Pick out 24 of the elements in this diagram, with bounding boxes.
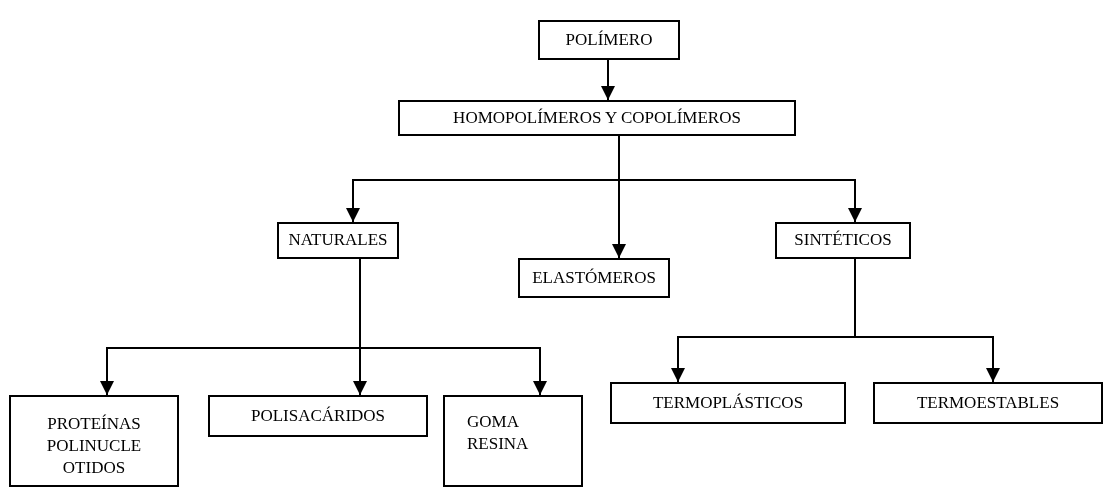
arrow — [618, 135, 862, 223]
node-label: HOMOPOLÍMEROS Y COPOLÍMEROS — [453, 106, 741, 129]
arrow — [359, 258, 547, 396]
arrow — [854, 258, 1000, 383]
category-box — [277, 222, 399, 259]
category-box — [518, 258, 670, 298]
category-box — [208, 395, 428, 437]
node-label: TERMOPLÁSTICOS — [652, 391, 804, 414]
node-label: TERMOESTABLES — [916, 391, 1060, 414]
node-label: NATURALES — [288, 229, 388, 252]
category-box — [538, 20, 680, 60]
node-label: GOMA RESINA — [467, 411, 530, 456]
node-label: POLISACÁRIDOS — [250, 404, 386, 427]
node-label: ELASTÓMEROS — [532, 266, 656, 289]
category-box — [873, 382, 1103, 424]
category-box — [9, 395, 179, 487]
category-box — [775, 222, 911, 259]
node-label: POLÍMERO — [565, 28, 653, 51]
node-label: SINTÉTICOS — [794, 229, 892, 252]
category-box — [398, 100, 796, 136]
arrow — [601, 59, 615, 101]
category-box — [610, 382, 846, 424]
category-box — [443, 395, 583, 487]
node-label: PROTEÍNAS POLINUCLE OTIDOS — [45, 413, 143, 480]
